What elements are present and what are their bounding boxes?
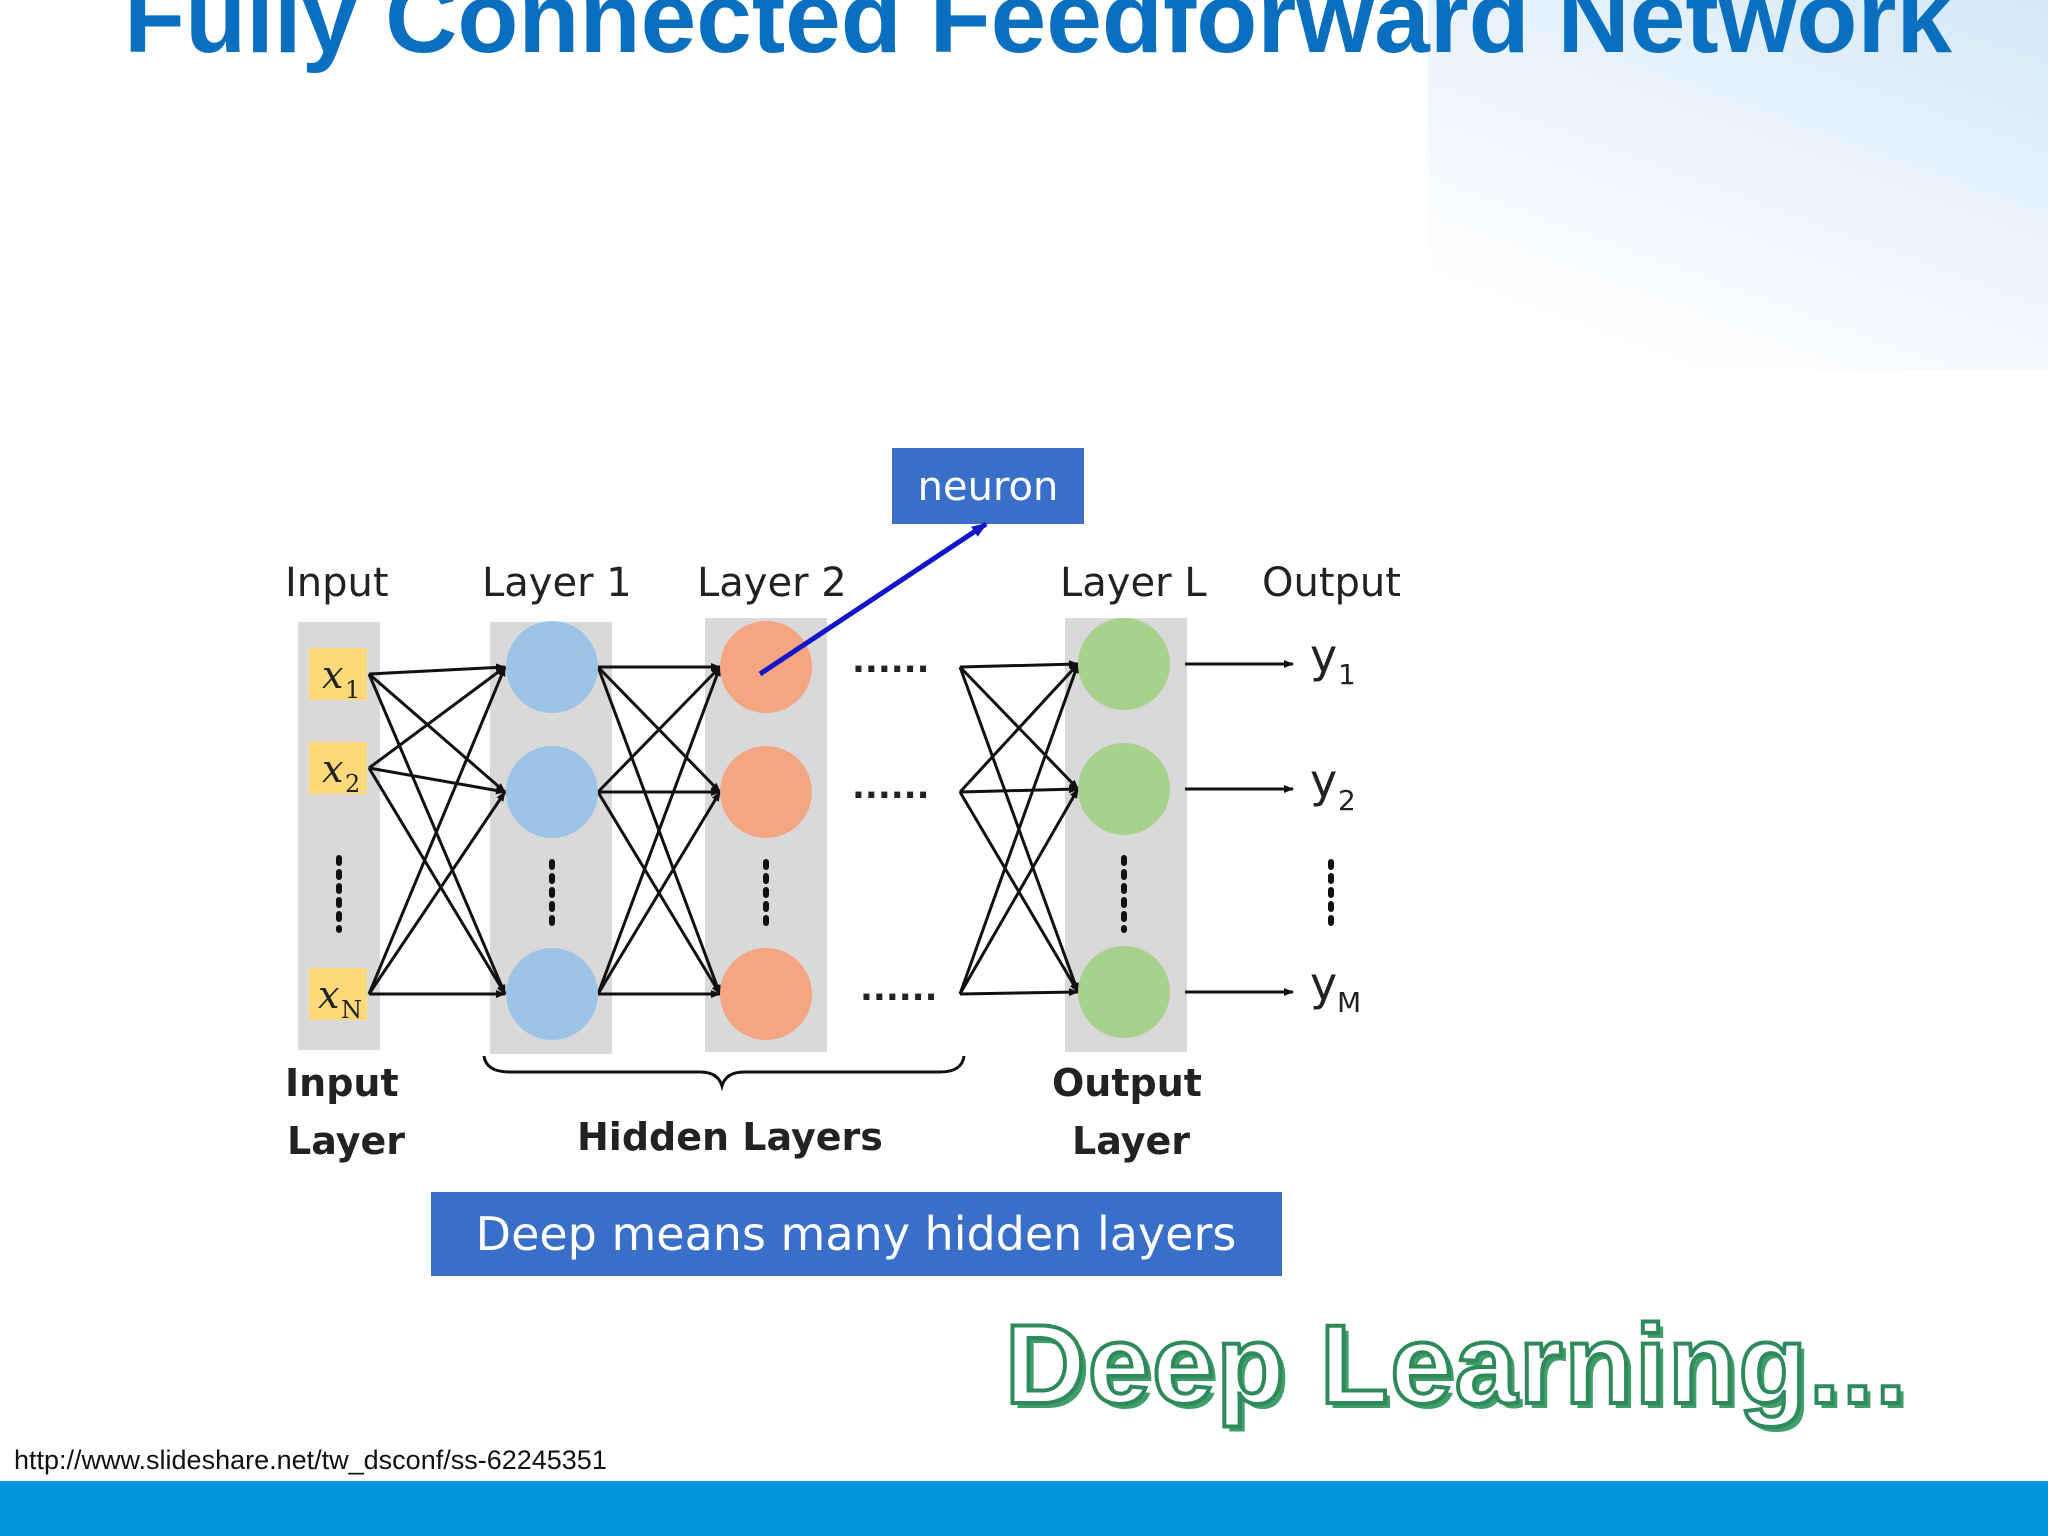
layerL-node-m [1078,946,1170,1038]
layer1-node-2 [506,746,598,838]
input-to-layer1-edge-1-1 [368,663,506,676]
output-sub-2: 2 [1338,784,1356,817]
output-var-1: y [1310,629,1337,683]
header-layer1: Layer 1 [482,560,632,606]
footer-bar [0,1481,2048,1536]
input-to-layer1-edge-3-2 [367,791,507,995]
input-box-n [309,968,367,1020]
neuron-pointer-arrow [758,521,988,677]
output-sub-m: M [1337,986,1361,1019]
input-to-layer1-edge-1-2 [368,672,506,794]
hidden-layers-brace [482,1055,966,1092]
input-sub-1: 1 [345,676,360,704]
layerL-node-2 [1078,743,1170,835]
hidden-to-layerL-edge-2-1 [958,662,1080,794]
header-input: Input [285,560,389,606]
input-layer-label-line2: Layer [287,1119,405,1163]
neuron-label: neuron [918,464,1059,510]
input-to-layer1-edge-2-1 [368,665,506,770]
input-to-layer1-edge-2-2 [368,766,506,795]
source-url: http://www.slideshare.net/tw_dsconf/ss-6… [14,1445,607,1475]
input-box-2 [309,742,367,794]
output-layer-label-line2: Layer [1072,1119,1190,1163]
input-to-layer1-edge-2-3 [367,767,507,995]
input-var-2: x [322,747,343,791]
input-var-1: x [322,653,343,697]
input-box-1 [309,648,367,700]
hidden-to-layerL-edge-3-2 [958,788,1080,995]
deep-learning-watermark: Deep Learning... [1003,1300,1909,1429]
output-var-2: y [1310,754,1337,808]
caption-box [431,1192,1282,1276]
output-sub-1: 1 [1338,658,1356,691]
layerL-node-1 [1078,618,1170,710]
slide-title: Fully Connected Feedforward Network [123,0,1953,74]
hidden-ellipsis-1: ...... [852,641,930,681]
input-sub-n: N [341,996,362,1024]
layer1-to-layer2-edge-3-1 [596,666,722,995]
layer1-to-layer2-edge-2-1 [596,665,722,794]
hidden-to-layerL-edge-3-3 [959,988,1079,997]
hidden-to-layerL-edge-1-1 [959,660,1079,669]
layer1-node-1 [506,621,598,713]
hidden-to-layerL-edge-3-1 [958,663,1080,995]
header-layer2: Layer 2 [697,560,847,606]
layer2-node-n [720,948,812,1040]
header-output: Output [1262,560,1401,606]
layer2-node-2 [720,746,812,838]
hidden-ellipsis-2: ...... [852,767,930,807]
hidden-layers-label: Hidden Layers [577,1115,883,1159]
input-sub-2: 2 [345,770,360,798]
input-var-n: x [318,973,339,1017]
hidden-ellipsis-3: ...... [860,969,938,1009]
decorative-background-corner [1428,0,2048,370]
hidden-to-layerL-edge-2-2 [959,785,1079,794]
output-layer-label-line1: Output [1052,1061,1202,1105]
connection-edges [367,660,1080,998]
neuron-label-box [892,448,1084,524]
header-layerL: Layer L [1060,560,1207,606]
input-to-layer1-edge-3-1 [367,666,507,995]
output-var-m: y [1310,957,1337,1011]
caption-text: Deep means many hidden layers [476,1207,1237,1261]
layer1-to-layer2-edge-3-2 [596,791,722,995]
layer2-node-1 [720,621,812,713]
layer1-node-n [506,948,598,1040]
input-layer-label-line1: Input [285,1061,399,1105]
